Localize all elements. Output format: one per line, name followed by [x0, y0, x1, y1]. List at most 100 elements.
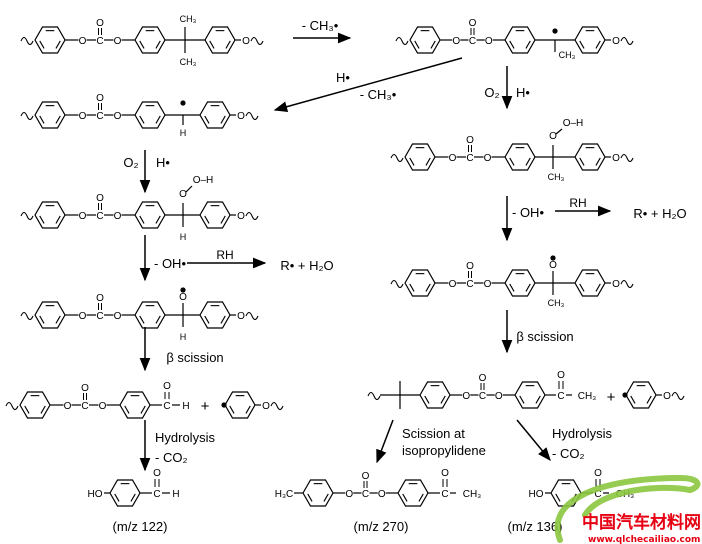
methyl-label: H₃C	[275, 489, 294, 500]
aromatic-double-bond	[525, 157, 531, 166]
aromatic-double-bond	[40, 405, 46, 414]
reagent-label: H•	[336, 70, 350, 85]
aromatic-double-bond	[630, 395, 636, 404]
reagent-label: - CH₃•	[360, 87, 397, 102]
atom-label: O	[663, 391, 671, 402]
methyl-label: CH₃	[180, 57, 197, 67]
atom-label: O	[79, 211, 87, 222]
hydroperoxide-label: O–H	[193, 175, 214, 186]
polymer-chain-wavy-bond	[367, 391, 381, 401]
aromatic-double-bond	[440, 395, 446, 404]
aromatic-double-bond	[130, 493, 136, 502]
reagent-label: O₂	[484, 85, 499, 100]
atom-label: C	[441, 489, 448, 500]
polymer-chain-wavy-bond	[270, 401, 284, 411]
atom-label: O	[64, 401, 72, 412]
methyl-label: CH₃	[578, 391, 597, 402]
reagent-label: O₂	[123, 155, 138, 170]
atom-label: O	[163, 381, 171, 392]
aromatic-double-bond	[579, 40, 585, 49]
atom-label: O	[114, 311, 122, 322]
atom-label: C	[469, 36, 476, 47]
atom-label: C	[96, 211, 103, 222]
atom-label: C	[163, 401, 170, 412]
reagent-label: β scission	[166, 350, 223, 365]
aromatic-double-bond	[424, 395, 430, 404]
arrow-scission	[376, 419, 394, 464]
atom-label: O	[612, 279, 620, 290]
reagent-label: H•	[156, 155, 170, 170]
bond	[555, 128, 563, 135]
atom-label: O	[452, 36, 460, 47]
reagent-label: - CH₃•	[302, 18, 339, 33]
reagent-label: RH	[216, 248, 233, 262]
mass-label: (m/z 270)	[354, 519, 409, 534]
aromatic-double-bond	[124, 405, 130, 414]
methyl-label: CH₃	[180, 14, 197, 24]
atom-label: O	[81, 383, 89, 394]
radical-dot	[180, 100, 186, 106]
watermark-title: 中国汽车材料网	[582, 512, 701, 533]
aromatic-double-bond	[425, 157, 431, 166]
atom-label: O	[378, 489, 386, 500]
atom-label: O	[462, 391, 470, 402]
methyl-label: CH₃	[548, 172, 565, 182]
reagent-label: isopropylidene	[402, 443, 486, 458]
atom-label: O	[449, 153, 457, 164]
radical-dot	[180, 287, 186, 293]
aromatic-double-bond	[509, 157, 515, 166]
atom-label: O	[449, 279, 457, 290]
aromatic-double-bond	[39, 40, 45, 49]
atom-label: O	[237, 211, 245, 222]
aromatic-double-bond	[39, 315, 45, 324]
atom-label: O	[114, 36, 122, 47]
polymer-chain-wavy-bond	[245, 211, 259, 221]
polymer-chain-wavy-bond	[245, 311, 259, 321]
reagent-label: - CO₂	[552, 446, 585, 461]
atom-label: O	[557, 370, 565, 381]
atom-label: O	[237, 311, 245, 322]
aromatic-double-bond	[425, 283, 431, 292]
aromatic-double-bond	[55, 315, 61, 324]
atom-label: C	[362, 489, 369, 500]
hydroxyl-label: HO	[529, 489, 544, 500]
atom-label: C	[96, 111, 103, 122]
aromatic-double-bond	[140, 405, 146, 414]
atom-label: O	[612, 36, 620, 47]
atom-label: O	[96, 18, 104, 29]
atom-label: O	[594, 468, 602, 479]
aromatic-double-bond	[418, 493, 424, 502]
atom-label: O	[262, 401, 270, 412]
reagent-label: β scission	[516, 329, 573, 344]
aromatic-double-bond	[55, 115, 61, 124]
radical-dot	[550, 255, 556, 261]
reagent-label: - OH•	[512, 205, 544, 220]
hydrogen-label: H	[180, 232, 187, 242]
polymer-chain-wavy-bond	[250, 36, 264, 46]
atom-label: O	[79, 311, 87, 322]
hydrogen-label: H	[180, 128, 187, 138]
aromatic-double-bond	[220, 215, 226, 224]
aromatic-double-bond	[414, 40, 420, 49]
aromatic-double-bond	[555, 493, 561, 502]
aromatic-double-bond	[525, 283, 531, 292]
aromatic-double-bond	[430, 40, 436, 49]
atom-label: C	[81, 401, 88, 412]
hydroperoxide-label: O–H	[563, 118, 584, 129]
atom-label: O	[466, 135, 474, 146]
aromatic-double-bond	[139, 40, 145, 49]
aromatic-double-bond	[139, 215, 145, 224]
aromatic-double-bond	[220, 315, 226, 324]
atom-label: C	[479, 391, 486, 402]
atom-label: O	[96, 93, 104, 104]
atom-label: C	[557, 391, 564, 402]
aromatic-double-bond	[39, 215, 45, 224]
atom-label: O	[469, 18, 477, 29]
mass-label: (m/z 122)	[113, 519, 168, 534]
aromatic-double-bond	[323, 493, 329, 502]
aromatic-double-bond	[55, 40, 61, 49]
arrow-hydrolysis	[516, 419, 551, 462]
atom-label: O	[96, 293, 104, 304]
